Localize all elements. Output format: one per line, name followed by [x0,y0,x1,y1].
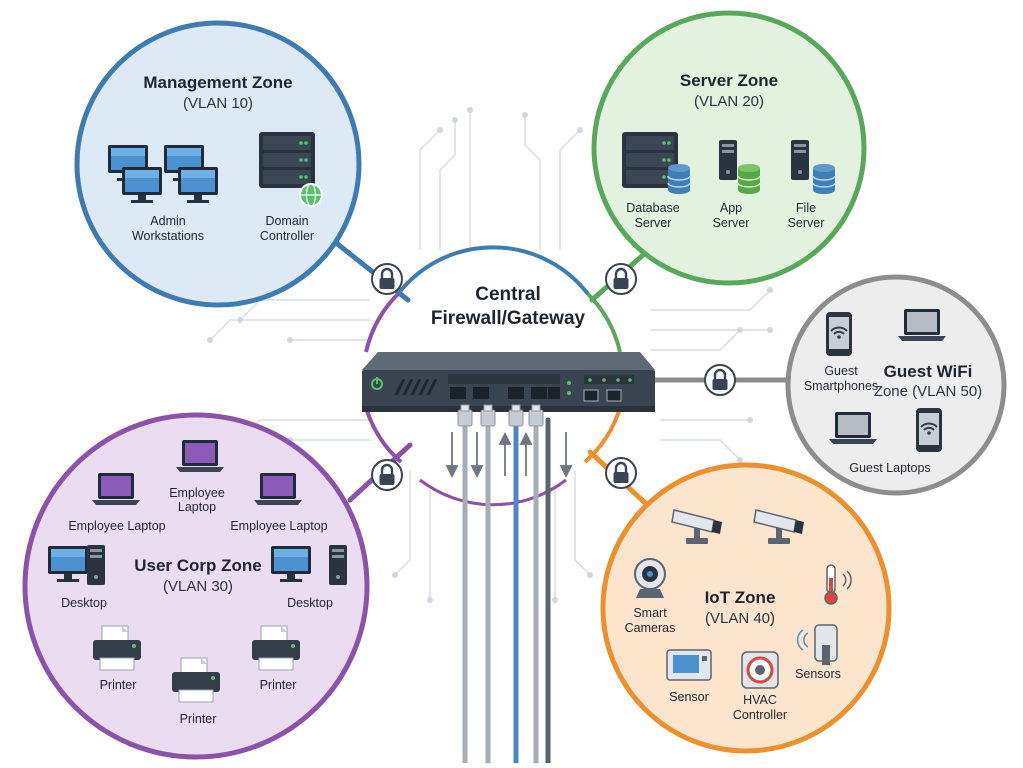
sensor-panel-icon [666,649,712,681]
sensors-label: Sensors [795,667,841,681]
lock-icon [703,363,737,397]
server-rack-icon [259,132,315,188]
admin-workstations-label-1: Admin [150,214,185,228]
ethernet-cables [462,417,551,766]
server-zone: Server Zone (VLAN 20) Database Server Ap… [591,10,867,286]
smart-cameras-label-2: Cameras [625,621,676,635]
webcam-icon [634,558,666,598]
thermostat-icon [741,651,779,689]
iot-zone: Smart Cameras IoT Zone (VLAN 40) Sensors… [600,462,892,754]
employee-laptop-mid-label-2: Laptop [178,500,216,514]
file-server-label-1: File [796,201,816,215]
database-icon [737,163,761,195]
hvac-controller-label-2: Controller [733,708,787,722]
desktop-right-label: Desktop [287,596,333,610]
domain-controller-label-2: Controller [260,229,314,243]
guest-zone-title-line1: Guest WiFi [884,362,973,381]
center-title-line2: Firewall/Gateway [431,308,586,329]
laptop-icon [176,440,224,472]
printer-mid-label: Printer [180,712,217,726]
lock-icon [604,456,638,490]
desktop-tower-icon [87,545,105,585]
firewall-ring [364,245,622,507]
management-zone-circle [74,20,362,308]
database-icon [667,163,691,195]
employee-laptop-left-label: Employee Laptop [68,519,165,533]
database-server-label-2: Server [635,216,672,230]
database-server-label-1: Database [626,201,680,215]
hvac-controller-label-1: HVAC [743,693,777,707]
smart-cameras-label-1: Smart [633,606,667,620]
employee-laptop-mid-label-1: Employee [169,486,225,500]
server-zone-title: Server Zone [680,71,778,90]
management-zone: Management Zone (VLAN 10) Admin Workstat… [74,20,362,308]
iot-zone-title: IoT Zone [705,588,776,607]
employee-laptop-right-label: Employee Laptop [230,519,327,533]
flow-arrows [445,431,573,479]
firewall-device [362,352,655,412]
laptop-icon [898,309,946,341]
printer-right-label: Printer [260,678,297,692]
app-server-label-1: App [720,201,742,215]
user-corp-zone: Employee Laptop Employee Laptop Employee… [22,412,370,760]
laptop-icon [92,473,140,505]
management-zone-title: Management Zone [143,73,292,92]
smartphone-icon [916,408,942,452]
management-zone-subtitle: (VLAN 10) [183,95,253,112]
database-icon [812,163,836,195]
iot-zone-subtitle: (VLAN 40) [705,610,775,627]
laptop-icon [254,473,302,505]
guest-smartphones-label-1: Guest [824,364,858,378]
printer-left-label: Printer [100,678,137,692]
thermometer-icon [824,564,852,605]
server-zone-subtitle: (VLAN 20) [694,93,764,110]
sensor-label: Sensor [669,690,709,704]
power-icon [371,377,383,390]
user-zone-subtitle: (VLAN 30) [163,578,233,595]
server-tower-icon [791,140,809,180]
laptop-icon [829,412,877,444]
lock-icon [370,458,404,492]
guest-zone-title-line2: Zone (VLAN 50) [874,383,982,400]
smartphone-icon [826,312,852,356]
desktop-tower-icon [329,545,347,585]
guest-smartphones-label-2: Smartphones [804,379,878,393]
lock-icon [604,262,638,296]
center-title-line1: Central [475,284,540,305]
lock-icon [370,262,404,296]
app-server-label-2: Server [713,216,750,230]
server-tower-icon [719,140,737,180]
desktop-left-label: Desktop [61,596,107,610]
globe-icon [299,183,323,207]
guest-wifi-zone: Guest Smartphones Guest WiFi Zone (VLAN … [785,274,1007,496]
sensor-device-icon [796,624,838,665]
user-zone-title: User Corp Zone [134,556,262,575]
file-server-label-2: Server [788,216,825,230]
guest-laptops-label: Guest Laptops [849,461,930,475]
domain-controller-label-1: Domain [265,214,308,228]
admin-workstations-label-2: Workstations [132,229,204,243]
